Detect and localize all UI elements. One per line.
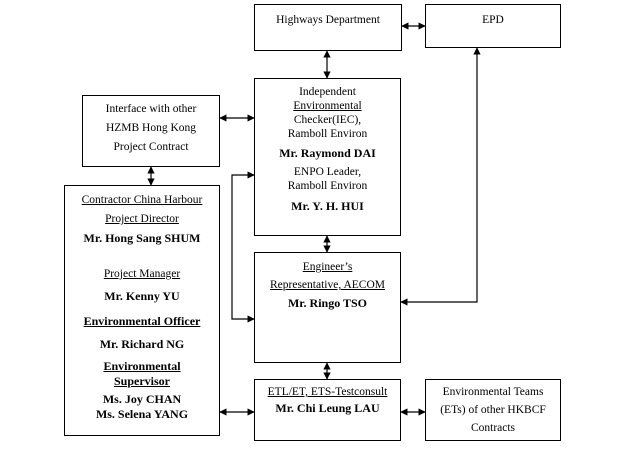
contractor-role-4a: Environmental xyxy=(103,359,181,373)
iec-line-1: Independent xyxy=(299,86,356,98)
contractor-role-3: Environmental Officer xyxy=(83,314,201,328)
contractor-name-3: Mr. Richard NG xyxy=(99,337,185,351)
arrow-iec-engineer-loop xyxy=(231,171,255,323)
contractor-role-4b: Supervisor xyxy=(113,374,170,388)
et-other-box: Environmental Teams (ETs) of other HKBCF… xyxy=(425,379,561,441)
contractor-role-1: Project Director xyxy=(105,213,179,225)
epd-label: EPD xyxy=(482,14,504,26)
etl-line-1: ETL/ET, ETS-Testconsult xyxy=(267,386,388,398)
engineer-name: Mr. Ringo TSO xyxy=(287,296,368,310)
contractor-name-4: Ms. Joy CHAN xyxy=(102,392,182,406)
iec-box: Independent Environmental Checker(IEC), … xyxy=(254,78,401,236)
iec-line-6: Ramboll Environ xyxy=(287,180,368,192)
contractor-name-1: Mr. Hong Sang SHUM xyxy=(83,231,201,245)
contractor-name-5: Ms. Selena YANG xyxy=(95,407,189,421)
contractor-role-2: Project Manager xyxy=(103,268,181,280)
et-other-line-2: (ETs) of other HKBCF xyxy=(440,404,546,416)
et-other-line-3: Contracts xyxy=(470,422,516,434)
arrow-engineer-epd xyxy=(400,47,481,306)
et-other-line-1: Environmental Teams xyxy=(442,386,544,398)
contractor-name-2: Mr. Kenny YU xyxy=(104,289,180,303)
interface-line-2: HZMB Hong Kong xyxy=(105,122,197,134)
iec-line-5: ENPO Leader, xyxy=(293,166,362,178)
highways-department-label: Highways Department xyxy=(276,14,380,26)
iec-line-2: Environmental xyxy=(293,100,362,112)
engineer-line-1: Engineer’s xyxy=(302,261,353,273)
interface-line-1: Interface with other xyxy=(105,103,197,115)
contractor-line-1: Contractor China Harbour xyxy=(81,194,203,206)
engineer-box: Engineer’s Representative, AECOM Mr. Rin… xyxy=(254,252,401,363)
contractor-box: Contractor China Harbour Project Directo… xyxy=(64,185,220,436)
iec-name-1: Mr. Raymond DAI xyxy=(279,146,376,160)
engineer-line-2: Representative, AECOM xyxy=(270,279,385,291)
highways-department-box: Highways Department xyxy=(254,4,402,51)
interface-box: Interface with other HZMB Hong Kong Proj… xyxy=(82,95,220,167)
iec-line-4: Ramboll Environ xyxy=(287,128,368,140)
epd-box: EPD xyxy=(425,4,561,48)
iec-name-2: Mr. Y. H. HUI xyxy=(291,199,364,213)
iec-line-3: Checker(IEC), xyxy=(293,114,362,126)
etl-name: Mr. Chi Leung LAU xyxy=(275,401,380,415)
interface-line-3: Project Contract xyxy=(113,141,189,153)
etl-box: ETL/ET, ETS-Testconsult Mr. Chi Leung LA… xyxy=(254,379,401,441)
